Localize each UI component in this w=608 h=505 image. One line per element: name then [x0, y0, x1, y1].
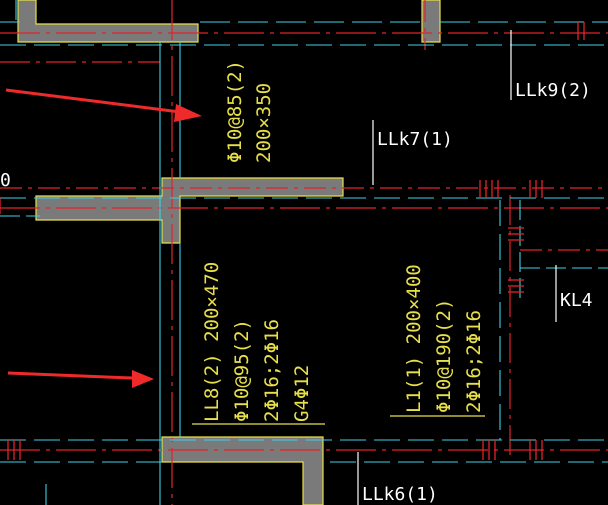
label-kl4: KL4	[560, 290, 593, 311]
beam-c-annotation: L1(1) 200×400 Φ10@190(2) 2Φ16;2Φ16	[403, 264, 485, 413]
label-llk7: LLk7(1)	[377, 129, 453, 150]
label-llk6: LLk6(1)	[362, 484, 438, 505]
label-edge-left: 0	[0, 170, 11, 191]
label-llk9: LLk9(2)	[515, 80, 591, 101]
beam-labels: LLk9(2) LLk7(1) KL4 LLk6(1) 0	[0, 80, 593, 505]
beam-c-line-0: L1(1) 200×400	[403, 264, 425, 413]
beam-b-line-1: Φ10@95(2)	[231, 319, 253, 422]
beam-a-line-1: 200×350	[253, 83, 275, 163]
rebar-marks	[0, 22, 585, 460]
wall-top-right	[421, 0, 441, 43]
wall-bottom	[161, 436, 324, 505]
beam-c-line-1: Φ10@190(2)	[433, 299, 455, 413]
beam-a-annotation: Φ10@85(2) 200×350	[224, 60, 275, 163]
beam-b-line-0: LL8(2) 200×470	[201, 262, 223, 422]
wall-middle	[35, 177, 344, 244]
beam-b-annotation: LL8(2) 200×470 Φ10@95(2) 2Φ16;2Φ16 G4Φ12	[201, 262, 313, 422]
beam-b-line-2: 2Φ16;2Φ16	[261, 319, 283, 422]
bottom-arrow	[7, 370, 154, 388]
top-arrow	[5, 88, 202, 122]
arrows	[5, 88, 202, 388]
beam-b-line-3: G4Φ12	[291, 365, 313, 422]
beam-c-line-2: 2Φ16;2Φ16	[463, 310, 485, 413]
wall-top-left	[17, 0, 199, 43]
leader-lines	[192, 30, 557, 505]
beam-a-line-0: Φ10@85(2)	[224, 60, 246, 163]
